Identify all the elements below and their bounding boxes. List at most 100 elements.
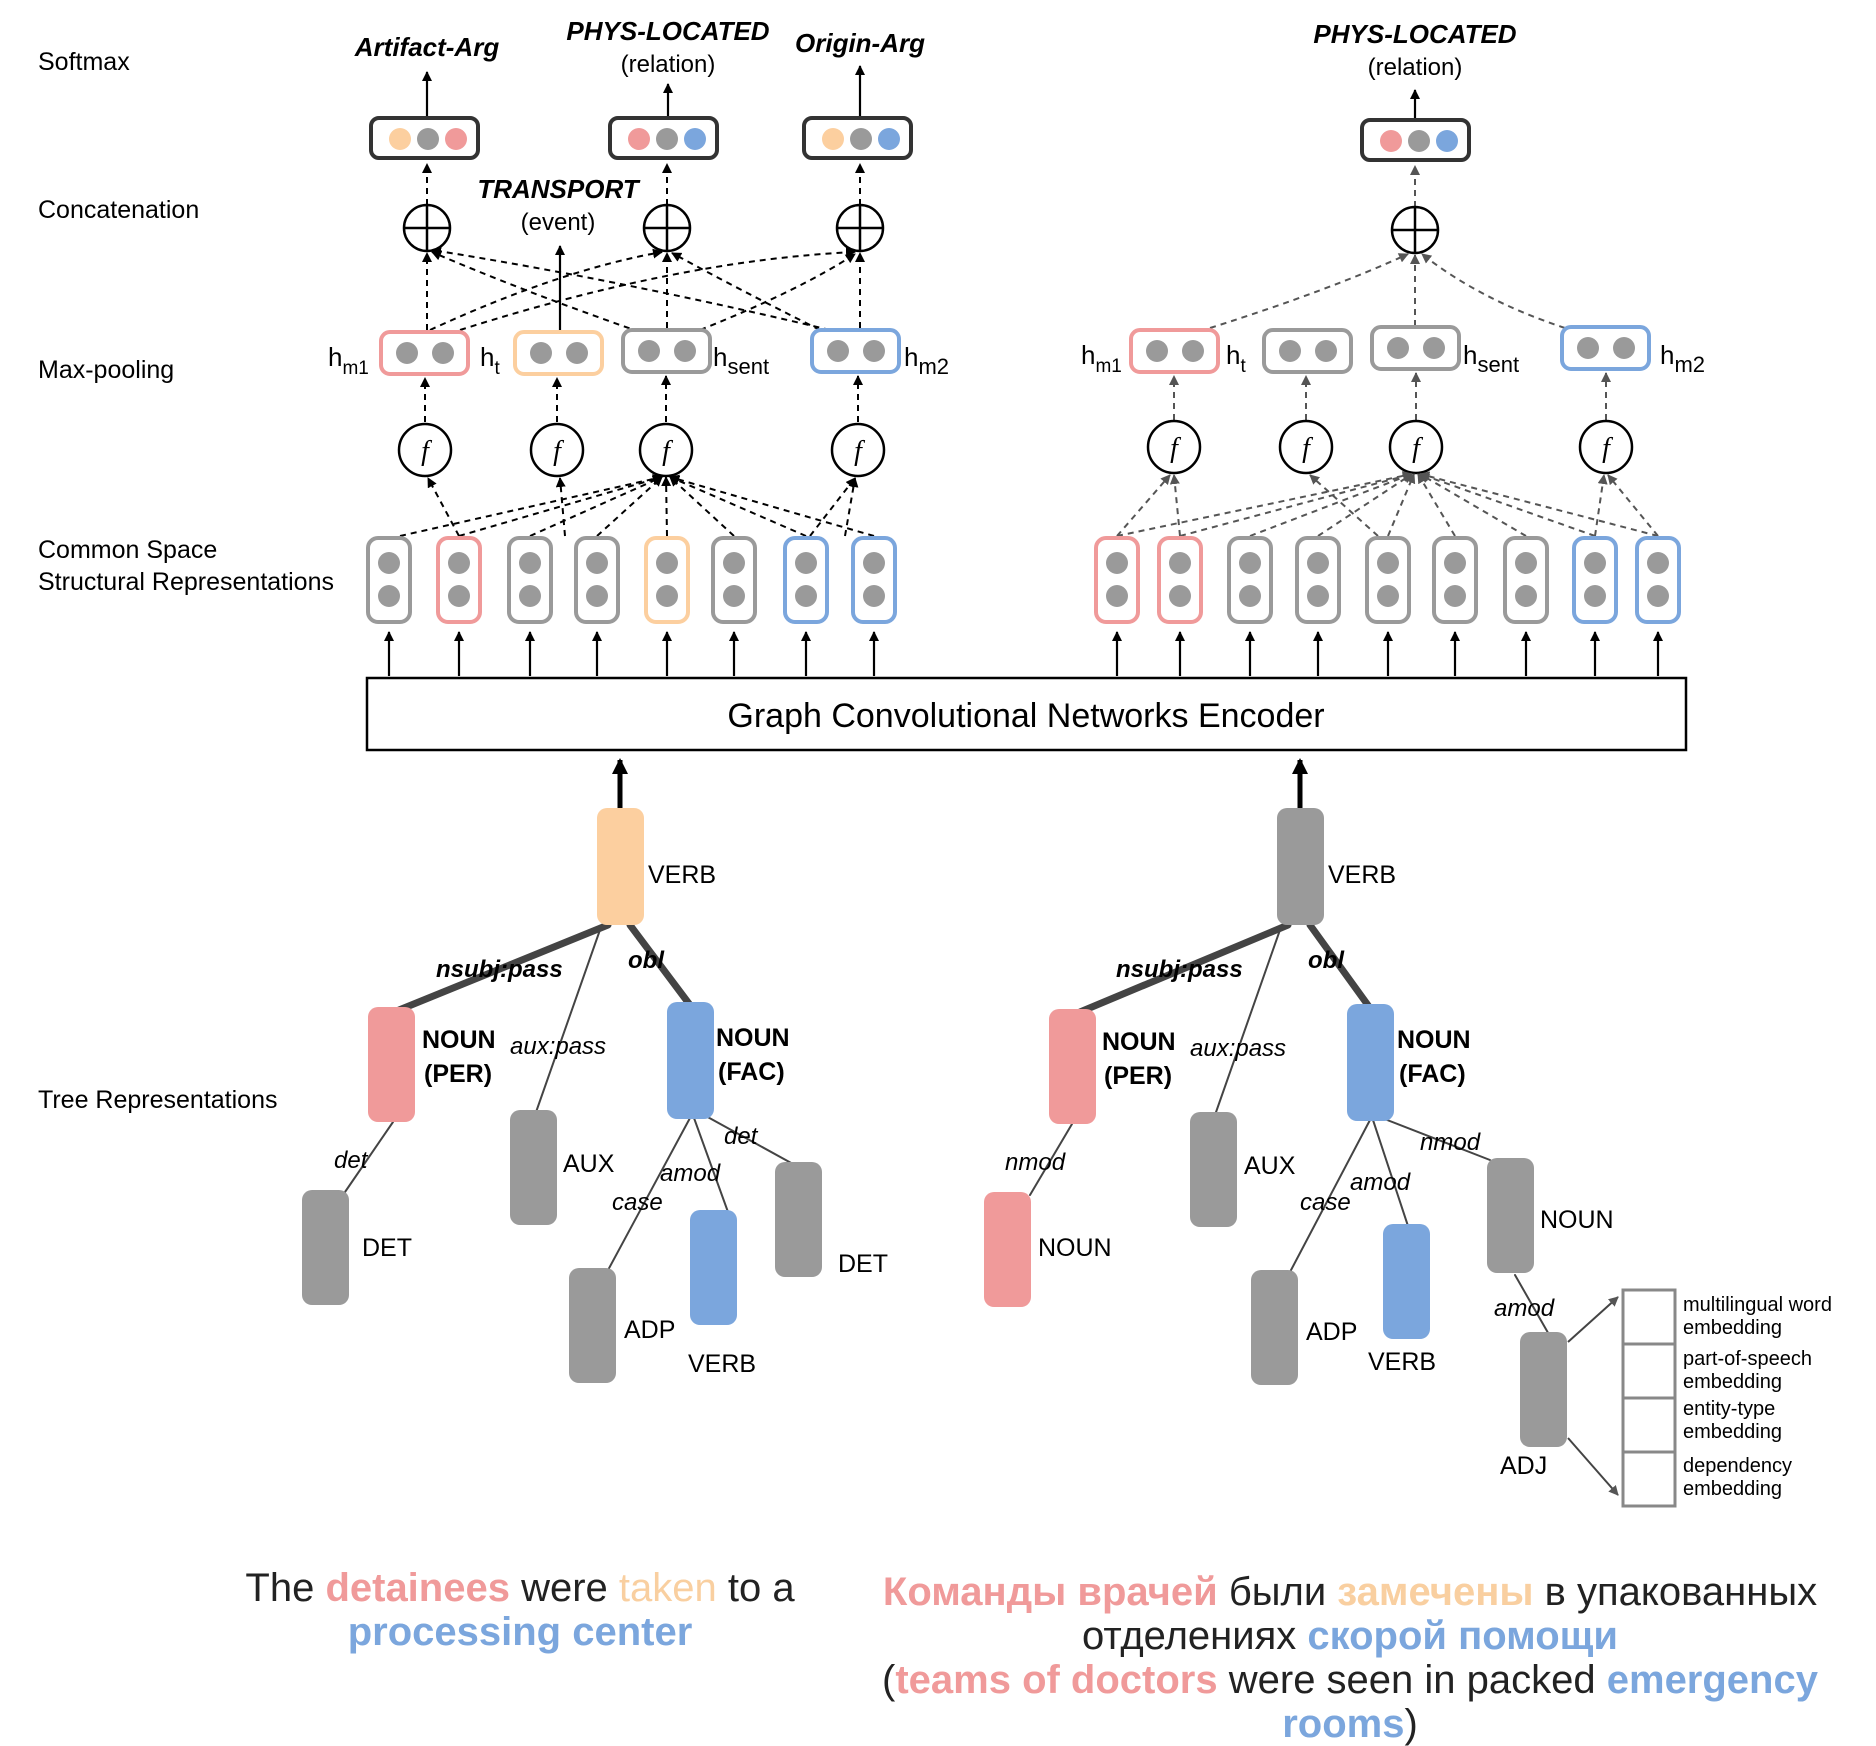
output-relation-left: (relation) xyxy=(621,51,716,78)
structural-rep-capsule xyxy=(1227,536,1273,624)
tree-right-noun-child-label: NOUN xyxy=(1038,1234,1112,1262)
tree-right-aux-node xyxy=(1190,1112,1237,1227)
output-relation-right: (relation) xyxy=(1368,54,1463,81)
concat-circles xyxy=(402,203,1440,255)
structural-rep-capsule xyxy=(436,536,482,624)
tree-left-det-node xyxy=(302,1190,349,1305)
tree-right-noun-fac-label: NOUN xyxy=(1397,1026,1471,1054)
pool-hm1-left xyxy=(379,330,470,376)
caption-entity-fac: скорой помощи xyxy=(1307,1614,1619,1658)
legend-label: embedding xyxy=(1683,1371,1782,1393)
tree-right-edge-aux: aux:pass xyxy=(1190,1035,1286,1062)
output-phys-located-left: PHYS-LOCATED xyxy=(566,16,769,46)
tree-left-edge-obl: obl xyxy=(628,947,665,974)
legend-label: embedding xyxy=(1683,1421,1782,1443)
tree-right-noun-child-node xyxy=(984,1192,1031,1307)
caption-text: в упакованных xyxy=(1533,1570,1818,1614)
caption-text: were xyxy=(509,1566,619,1610)
tree-right-noun-per-sub: (PER) xyxy=(1104,1062,1172,1090)
tree-right-noun-per-label: NOUN xyxy=(1102,1028,1176,1056)
softmax-boxes xyxy=(369,116,1471,162)
label-hm2-left: hm2 xyxy=(904,342,949,379)
caption-text: The xyxy=(245,1566,326,1610)
f-label: f xyxy=(1602,433,1613,464)
pooling-boxes xyxy=(379,325,1651,376)
diagram-stage: Softmax Concatenation Max-pooling Common… xyxy=(38,16,1832,1746)
caption-entity-per: teams of doctors xyxy=(895,1658,1218,1702)
tree-right-noun-per-node xyxy=(1049,1009,1096,1124)
softmax-box-phys-left xyxy=(608,116,719,160)
structural-rep-capsule xyxy=(574,536,620,624)
output-artifact-arg: Artifact-Arg xyxy=(354,32,500,62)
softmax-box-artifact xyxy=(369,116,480,160)
output-phys-located-right: PHYS-LOCATED xyxy=(1313,19,1516,49)
tree-left-adp-node xyxy=(569,1268,616,1383)
tree-left-verb2-node xyxy=(690,1210,737,1325)
tree-right-verb2-node xyxy=(1383,1224,1430,1339)
tree-left-noun-fac-label: NOUN xyxy=(716,1024,790,1052)
tree-right-verb-node xyxy=(1277,808,1324,925)
tree-left-noun-per-sub: (PER) xyxy=(424,1060,492,1088)
tree-left-noun-per-label: NOUN xyxy=(422,1026,496,1054)
caption-trigger: замечены xyxy=(1337,1570,1534,1614)
structural-rep-capsule xyxy=(1503,536,1549,624)
caption-text: ( xyxy=(882,1658,896,1702)
row-label-max-pooling: Max-pooling xyxy=(38,356,174,384)
pool-ht-right xyxy=(1262,328,1353,374)
legend-label: dependency xyxy=(1683,1455,1792,1477)
architecture-diagram: Softmax Concatenation Max-pooling Common… xyxy=(38,16,1832,1508)
concat-plus-icon xyxy=(1390,205,1440,255)
legend-label: multilingual word xyxy=(1683,1294,1832,1316)
tree-left-edge-case: case xyxy=(612,1189,663,1216)
f-label: f xyxy=(662,436,673,467)
caption-text: to a xyxy=(716,1566,795,1610)
structural-rep-capsule xyxy=(783,536,829,624)
tree-left-edge-amod: amod xyxy=(660,1160,721,1187)
f-label: f xyxy=(1170,433,1181,464)
label-ht-left: ht xyxy=(480,342,500,379)
tree-left-det2-node xyxy=(775,1162,822,1277)
pool-hsent-right xyxy=(1370,325,1461,371)
f-label: f xyxy=(1302,433,1313,464)
softmax-box-origin xyxy=(802,116,913,160)
row-label-concatenation: Concatenation xyxy=(38,196,199,224)
tree-left-edge-aux: aux:pass xyxy=(510,1033,606,1060)
structural-rep-capsule xyxy=(1365,536,1411,624)
caption-russian: Команды врачей были замечены в упакованн… xyxy=(830,1570,1870,1746)
tree-right-verb2-label: VERB xyxy=(1368,1348,1436,1376)
tree-left-verb2-label: VERB xyxy=(688,1350,756,1378)
f-node xyxy=(830,422,886,478)
legend-cell xyxy=(1621,1342,1677,1400)
tree-right-edge-nsubj: nsubj:pass xyxy=(1116,956,1243,983)
tree-right-adp-label: ADP xyxy=(1306,1318,1357,1346)
gcn-encoder-box xyxy=(365,676,1688,752)
legend-label: embedding xyxy=(1683,1478,1782,1500)
legend-cell xyxy=(1621,1396,1677,1454)
f-node xyxy=(638,422,694,478)
caption-text: ) xyxy=(1404,1702,1418,1746)
f-node xyxy=(1278,419,1334,475)
structural-representations xyxy=(366,536,1681,624)
concat-plus-icon xyxy=(402,203,452,253)
tree-right-edge-nmod2: nmod xyxy=(1420,1129,1481,1156)
concat-plus-icon xyxy=(835,203,885,253)
structural-rep-capsule xyxy=(1432,536,1478,624)
caption-entity-per: detainees xyxy=(325,1566,510,1610)
caption-trigger: taken xyxy=(618,1566,717,1610)
legend-label: part-of-speech xyxy=(1683,1348,1812,1370)
row-label-common-space: Common Space xyxy=(38,536,217,564)
label-hm1-right: hm1 xyxy=(1081,340,1122,377)
f-node xyxy=(529,422,585,478)
legend-label: entity-type xyxy=(1683,1398,1775,1420)
tree-left-adp-label: ADP xyxy=(624,1316,675,1344)
pool-hsent-left xyxy=(621,328,712,374)
row-label-softmax: Softmax xyxy=(38,48,130,76)
label-hsent-right: hsent xyxy=(1463,340,1519,377)
row-label-structural-representations: Structural Representations xyxy=(38,568,334,596)
tree-left-det-label: DET xyxy=(362,1234,412,1262)
f-node xyxy=(397,422,453,478)
structural-rep-capsule xyxy=(851,536,897,624)
legend-label: embedding xyxy=(1683,1317,1782,1339)
tree-right-edge-case: case xyxy=(1300,1189,1351,1216)
tree-right-noun-fac-node xyxy=(1347,1004,1394,1121)
